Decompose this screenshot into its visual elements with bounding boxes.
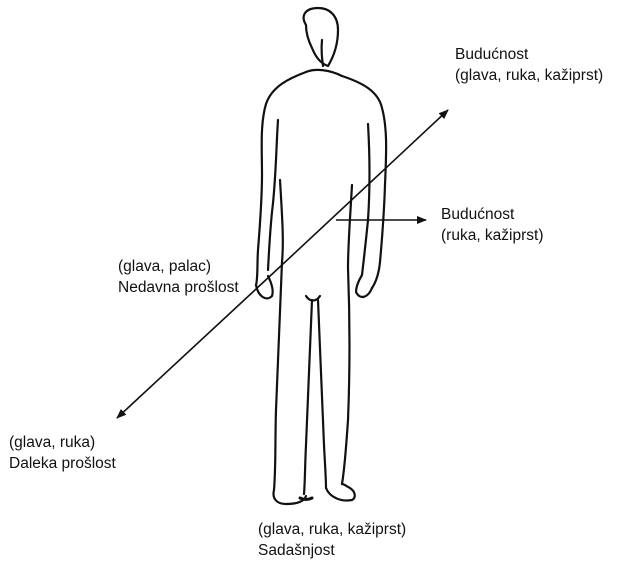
recent-past-gesture: (glava, palac) (118, 256, 239, 277)
collar (306, 70, 342, 76)
left-waist (280, 180, 283, 262)
standing-man-figure (256, 8, 386, 504)
distant-past-title: Daleka prošlost (9, 453, 116, 474)
right-hand (356, 275, 372, 297)
left-leg-outer (274, 262, 282, 490)
right-foot (326, 484, 355, 501)
future-diagonal-gesture: (glava, ruka, kažiprst) (455, 65, 603, 86)
left-leg-inner (304, 300, 312, 494)
foot-shadow (300, 498, 312, 500)
left-shoulder-arm (256, 72, 306, 285)
distant-past-gesture: (glava, ruka) (9, 432, 116, 453)
label-recent-past: (glava, palac) Nedavna prošlost (118, 256, 239, 298)
present-gesture: (glava, ruka, kažiprst) (258, 519, 406, 540)
label-distant-past: (glava, ruka) Daleka prošlost (9, 432, 116, 474)
future-side-gesture: (ruka, kažiprst) (441, 225, 544, 246)
neck-line (322, 40, 323, 66)
label-future-side: Budućnost (ruka, kažiprst) (441, 204, 544, 246)
left-inner-arm (268, 120, 278, 270)
right-leg-inner (318, 300, 326, 488)
head-outline (304, 8, 338, 66)
recent-past-title: Nedavna prošlost (118, 277, 239, 298)
future-side-title: Budućnost (441, 204, 544, 225)
present-title: Sadašnjost (258, 540, 406, 561)
right-waist (348, 185, 352, 268)
label-future-diagonal: Budućnost (glava, ruka, kažiprst) (455, 44, 603, 86)
right-inner-arm (362, 124, 370, 275)
right-leg-outer (342, 268, 350, 484)
label-present: (glava, ruka, kažiprst) Sadašnjost (258, 519, 406, 561)
future-diagonal-title: Budućnost (455, 44, 603, 65)
crotch (306, 296, 320, 301)
